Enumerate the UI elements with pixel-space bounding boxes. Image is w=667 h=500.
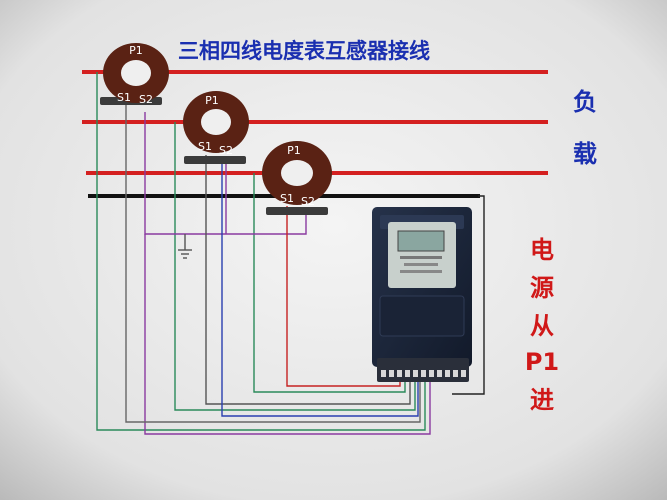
diagram-title: 三相四线电度表互感器接线 (178, 39, 430, 63)
ct-window (201, 109, 231, 135)
s1-wire-ct1 (125, 104, 421, 423)
ct-window (281, 160, 313, 186)
ct-p1-label: P1 (129, 44, 143, 57)
terminal (381, 370, 386, 377)
terminal (445, 370, 450, 377)
load-label-char: 载 (573, 140, 597, 168)
voltage-tap-wire-3 (253, 173, 406, 393)
source-label: 电 源 从 P1 进 (525, 236, 559, 414)
terminal (437, 370, 442, 377)
voltage-tap-wire-2 (174, 122, 416, 411)
terminal (421, 370, 426, 377)
meter-terminals (381, 370, 466, 377)
s1-wire-ct2-blue (221, 163, 419, 417)
ct-phase-3: P1 S1 S2 (262, 141, 332, 215)
meter-lcd-display (397, 230, 445, 252)
ct-s2-label: S2 (139, 93, 153, 106)
ct-s2-label: S2 (219, 144, 233, 157)
terminal (461, 370, 466, 377)
source-label-char: 从 (530, 312, 554, 340)
ct-p1-label: P1 (205, 94, 219, 107)
s1-wire-ct3 (286, 206, 401, 387)
neutral-to-meter-wire (452, 195, 485, 395)
ct-p1-label: P1 (287, 144, 301, 157)
terminal (405, 370, 410, 377)
meter-nameplate-line (400, 270, 442, 273)
ct-mount-bracket (184, 156, 246, 164)
s1-wire-ct2 (205, 155, 411, 405)
source-label-char: 源 (530, 274, 554, 302)
ct-window (121, 60, 151, 86)
voltage-tap-wire-1 (96, 72, 426, 431)
terminal (389, 370, 394, 377)
load-label-char: 负 (573, 88, 597, 116)
terminal (413, 370, 418, 377)
ct-mount-bracket (266, 207, 328, 215)
meter-nameplate-line (404, 263, 438, 266)
ct-phase-2: P1 S1 S2 (183, 91, 249, 164)
s2-return-to-meter (144, 234, 431, 435)
meter-lower-cover (379, 295, 465, 337)
source-label-char: 进 (530, 386, 554, 414)
terminal (397, 370, 402, 377)
ct-s1-label: S1 (280, 192, 294, 205)
load-label: 负 载 (573, 88, 597, 168)
ct-s2-label: S2 (301, 195, 315, 208)
source-label-char: 电 (530, 236, 554, 264)
secondary-wiring (96, 72, 431, 435)
terminal (429, 370, 434, 377)
three-phase-watt-hour-meter (372, 207, 472, 382)
ct-s1-label: S1 (198, 140, 212, 153)
ct-phase-1: P1 S1 S2 (100, 43, 169, 106)
meter-nameplate-line (400, 256, 442, 259)
ct-s1-label: S1 (117, 91, 131, 104)
source-label-char: P1 (525, 348, 559, 376)
terminal (453, 370, 458, 377)
